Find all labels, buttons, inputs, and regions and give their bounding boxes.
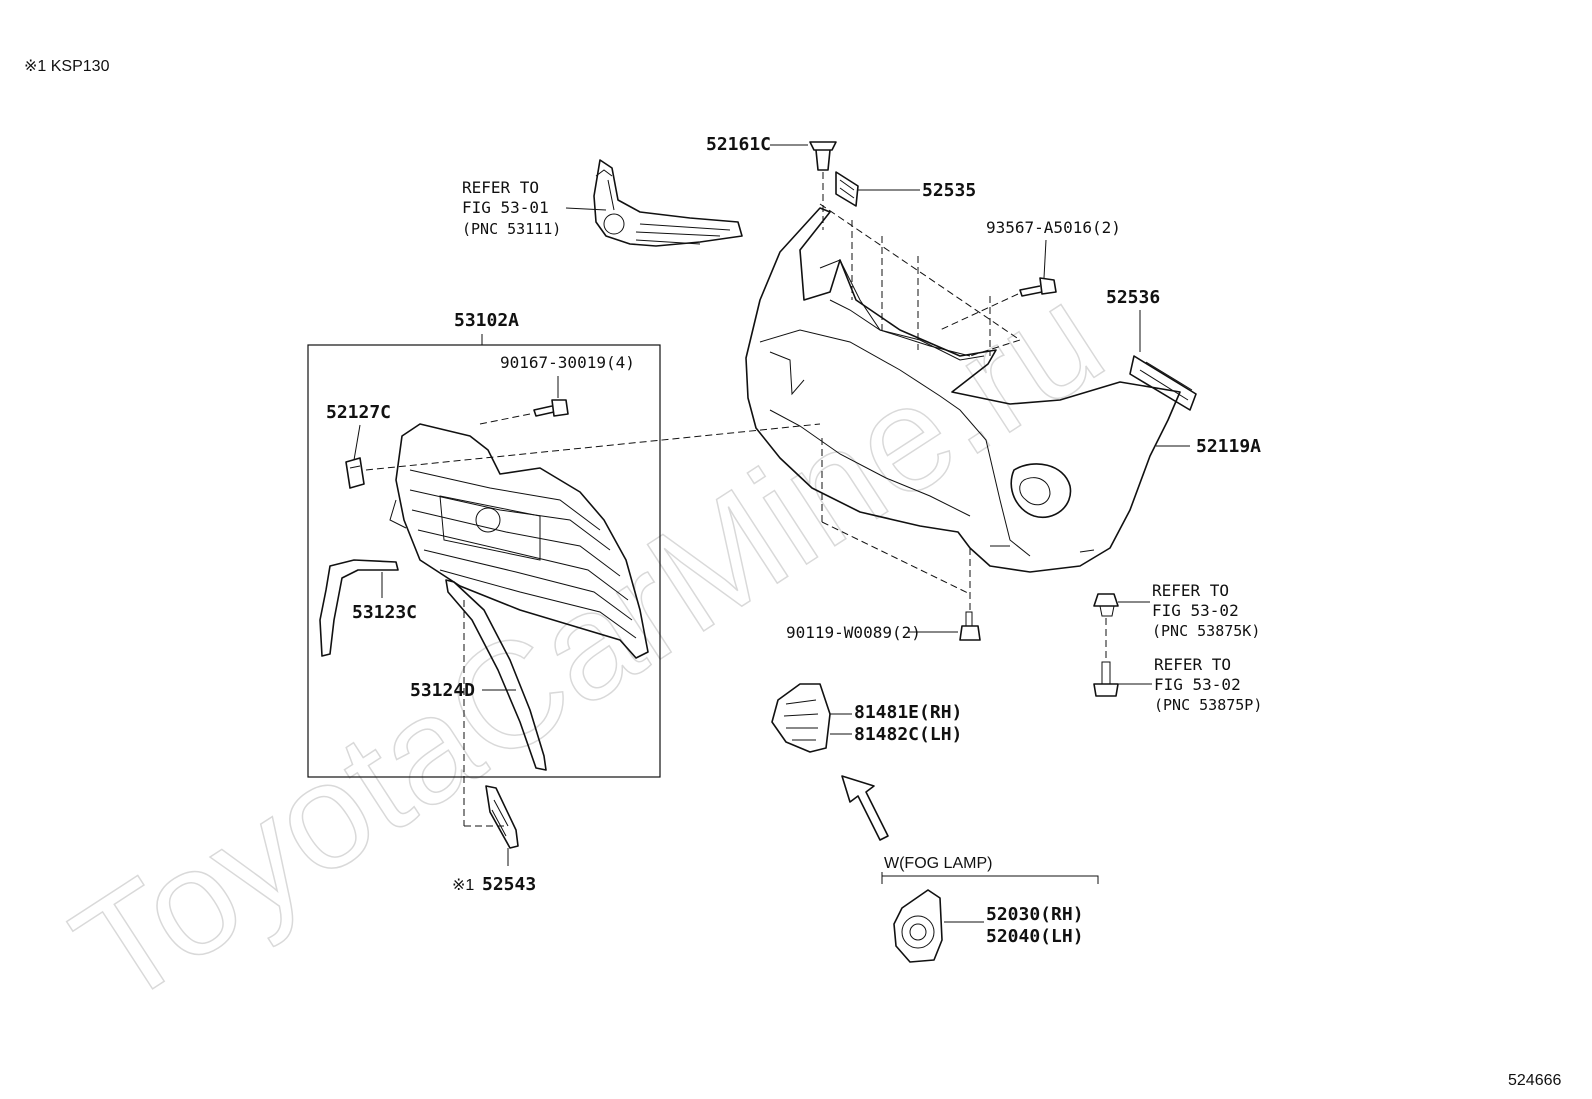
figure-number: 524666 <box>1508 1072 1561 1089</box>
part-label-52535: 52535 <box>922 180 976 201</box>
clip-ref-k-line1: REFER TO <box>1152 581 1229 600</box>
grille-ref-line3: (PNC 53111) <box>462 220 561 238</box>
fog-lamp-group-label: W(FOG LAMP) <box>884 855 992 872</box>
header-note: ※1 KSP130 <box>24 58 110 75</box>
clip-52127C-icon <box>345 457 365 489</box>
part-label-81481E: 81481E(RH) <box>854 702 962 723</box>
part-label-52040: 52040(LH) <box>986 926 1084 947</box>
molding-53124D-drawing <box>445 579 547 771</box>
bolt-90119-icon <box>959 611 981 641</box>
grille-ref-line1: REFER TO <box>462 178 539 197</box>
retainer-52536-icon <box>1129 355 1197 411</box>
part-label-52543: 52543 <box>482 874 536 895</box>
part-label-90167: 90167-30019(4) <box>500 353 635 372</box>
part-label-52030: 52030(RH) <box>986 904 1084 925</box>
grille-reference-drawing <box>593 159 743 247</box>
part-label-90119: 90119-W0089(2) <box>786 623 921 642</box>
grille-assembly-box <box>307 344 661 778</box>
clip-53875K-icon <box>1093 593 1119 617</box>
part-label-52119A: 52119A <box>1196 436 1261 457</box>
radiator-grille-drawing <box>389 423 649 659</box>
arrow-up-icon <box>841 775 889 841</box>
bumper-cover-52119A-drawing <box>745 207 1181 573</box>
clip-ref-p-line1: REFER TO <box>1154 655 1231 674</box>
molding-53123C-drawing <box>319 559 399 657</box>
part-label-52127C: 52127C <box>326 402 391 423</box>
part-label-93567: 93567-A5016(2) <box>986 218 1121 237</box>
fog-lamp-52030-drawing <box>893 889 943 963</box>
screw-93567-icon <box>1019 277 1057 297</box>
clip-53875P-icon <box>1093 661 1119 697</box>
clip-ref-k-line2: FIG 53-02 <box>1152 601 1239 620</box>
part-note-52543: ※1 <box>452 877 474 894</box>
part-label-53123C: 53123C <box>352 602 417 623</box>
part-label-81482C: 81482C(LH) <box>854 724 962 745</box>
clip-ref-p-line3: (PNC 53875P) <box>1154 696 1262 714</box>
part-label-53102A: 53102A <box>454 310 519 331</box>
cover-52543-drawing <box>485 785 519 849</box>
clip-ref-k-line3: (PNC 53875K) <box>1152 622 1260 640</box>
screw-90167-icon <box>533 399 569 417</box>
part-label-52161C: 52161C <box>706 134 771 155</box>
clip-ref-p-line2: FIG 53-02 <box>1154 675 1241 694</box>
clip-52161C-icon <box>809 141 837 171</box>
grille-ref-line2: FIG 53-01 <box>462 198 549 217</box>
retainer-52535-icon <box>835 171 859 207</box>
fog-bezel-81481E-drawing <box>771 683 831 753</box>
part-label-53124D: 53124D <box>410 680 475 701</box>
part-label-52536: 52536 <box>1106 287 1160 308</box>
